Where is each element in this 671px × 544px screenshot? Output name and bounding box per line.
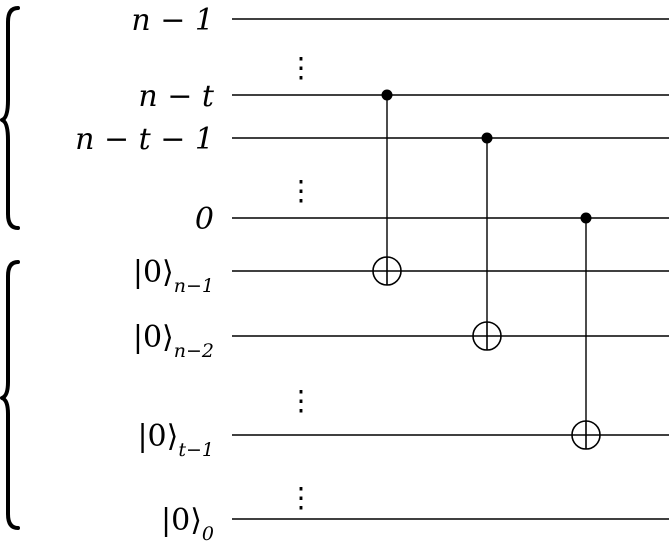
vertical-ellipsis: ⋮ <box>287 174 315 207</box>
qubit-label: n − t <box>138 79 215 114</box>
ket-label: |0⟩ <box>137 419 178 454</box>
qubit-label: |0⟩0 <box>161 503 214 544</box>
cnot-gate <box>571 212 601 450</box>
qubit-label: |0⟩n−1 <box>133 255 214 297</box>
cnot-gate <box>372 89 402 286</box>
index-label: n − 1 <box>131 3 214 38</box>
index-label: n − t − 1 <box>75 122 214 157</box>
ket-subscript: 0 <box>202 523 214 544</box>
cnot-gates <box>372 89 601 450</box>
ellipsis-markers: ⋮ ⋮ ⋮ ⋮ <box>287 51 315 514</box>
cnot-gate <box>472 132 502 351</box>
qubit-label: 0 <box>195 202 214 237</box>
control-dot <box>381 89 393 101</box>
vertical-ellipsis: ⋮ <box>287 481 315 514</box>
qubit-label: n − 1 <box>131 3 214 38</box>
ket-subscript: n−2 <box>174 340 214 362</box>
index-label: n − t <box>138 79 215 114</box>
qubit-labels: n − 1n − tn − t − 10|0⟩n−1|0⟩n−2|0⟩t−1|0… <box>75 3 215 544</box>
register-braces <box>0 6 20 530</box>
qubit-label: |0⟩t−1 <box>137 419 214 461</box>
ket-label: |0⟩ <box>161 503 202 538</box>
qubit-wires <box>232 18 669 520</box>
bottom-register-brace <box>0 260 20 530</box>
index-label: 0 <box>195 202 214 237</box>
ket-subscript: n−1 <box>174 275 214 297</box>
qubit-label: n − t − 1 <box>75 122 214 157</box>
ket-subscript: t−1 <box>178 439 214 461</box>
ket-label: |0⟩ <box>133 320 174 355</box>
control-dot <box>580 212 592 224</box>
qubit-label: |0⟩n−2 <box>133 320 214 362</box>
ket-label: |0⟩ <box>133 255 174 290</box>
vertical-ellipsis: ⋮ <box>287 51 315 84</box>
top-register-brace <box>0 6 20 230</box>
control-dot <box>481 132 493 144</box>
vertical-ellipsis: ⋮ <box>287 384 315 417</box>
